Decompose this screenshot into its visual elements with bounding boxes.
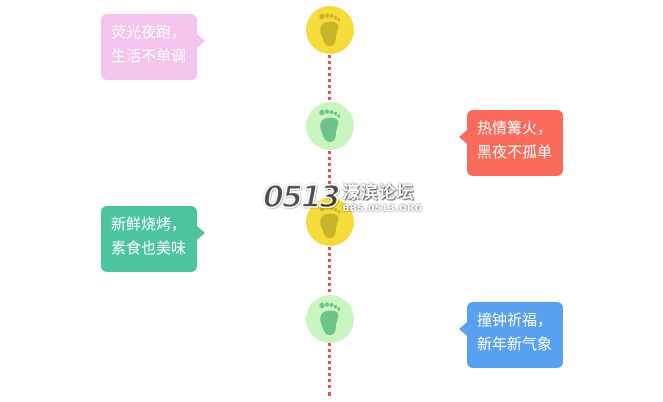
timeline-bubble-1: 荧光夜跑， 生活不单调 <box>101 14 205 80</box>
bubble-text-line: 撞钟祈福， <box>477 311 553 329</box>
bubble-text-line: 生活不单调 <box>111 47 187 65</box>
footprint-icon <box>319 13 341 46</box>
timeline-bubble-3: 新鲜烧烤， 素食也美味 <box>101 206 205 272</box>
timeline-node-3 <box>306 198 354 246</box>
bubble-text-line: 新年新气象 <box>477 335 553 353</box>
bubble-text-line: 热情篝火， <box>477 119 553 137</box>
timeline-bubble-4: 撞钟祈福， 新年新气象 <box>459 302 563 368</box>
bubble-text-line: 新鲜烧烤， <box>111 215 187 233</box>
timeline-node-2 <box>306 102 354 150</box>
watermark-text: 濠滨论坛 BBS.0513.ORG <box>343 183 423 215</box>
footprint-icon <box>319 109 341 142</box>
timeline-bubble-2: 热情篝火， 黑夜不孤单 <box>459 110 563 176</box>
footprint-icon <box>319 205 341 238</box>
watermark-title: 濠滨论坛 <box>342 183 415 203</box>
bubble-text-line: 荧光夜跑， <box>111 23 187 41</box>
watermark-url: BBS.0513.ORG <box>342 204 423 214</box>
bubble-text-line: 素食也美味 <box>111 239 187 257</box>
footprint-icon <box>319 302 341 335</box>
bubble-text-line: 黑夜不孤单 <box>477 143 553 161</box>
timeline-node-4 <box>306 295 354 343</box>
timeline-node-1 <box>306 6 354 54</box>
